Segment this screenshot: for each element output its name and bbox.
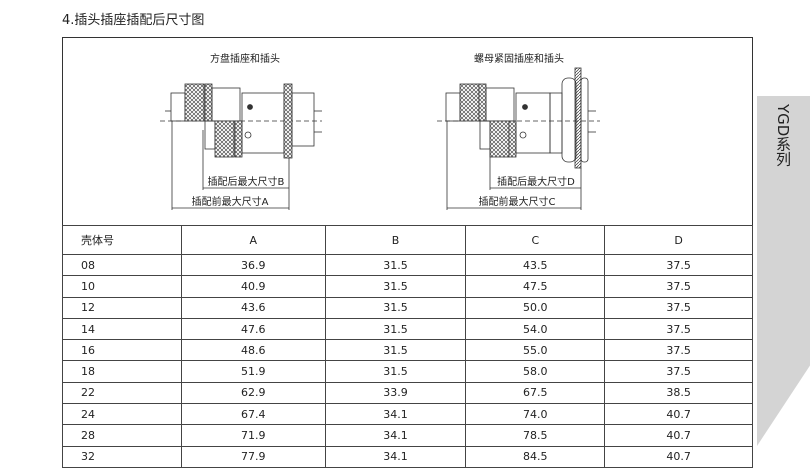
table-cell: 31.5 (324, 339, 467, 362)
table-cell: 43.5 (465, 253, 606, 277)
table-cell: 62.9 (180, 381, 326, 405)
series-label: YGD系列 (774, 104, 792, 167)
table-cell: 40.7 (604, 445, 753, 468)
table-cell: 67.5 (465, 381, 606, 405)
table-cell: 74.0 (465, 403, 606, 426)
table-cell: 37.5 (604, 253, 753, 277)
table-cell: 43.6 (180, 296, 326, 319)
table-cell: 77.9 (180, 445, 326, 468)
table-cell: 31.5 (324, 317, 467, 341)
dimension-label-a: 插配前最大尺寸A (192, 195, 269, 208)
table-cell: 84.5 (465, 445, 606, 468)
table-cell: 47.6 (180, 317, 326, 341)
connector-drawings: 方盘插座和插头 插配后最大尺寸B 插配前最大尺寸A 螺 (160, 52, 600, 210)
column-header: C (465, 225, 606, 255)
table-cell: 51.9 (180, 360, 326, 383)
table-cell: 33.9 (324, 381, 467, 405)
table-cell: 37.5 (604, 339, 753, 362)
table-cell: 37.5 (604, 317, 753, 341)
series-side-tab: YGD系列 (757, 96, 810, 446)
table-cell: 48.6 (180, 339, 326, 362)
table-cell: 78.5 (465, 424, 606, 447)
dimension-label-c: 插配前最大尺寸C (479, 195, 556, 208)
table-cell: 24 (62, 403, 182, 426)
table-cell: 55.0 (465, 339, 606, 362)
dimension-label-d: 插配后最大尺寸D (497, 175, 575, 188)
table-cell: 31.5 (324, 296, 467, 319)
diagram-nut-mount: 螺母紧固插座和插头 插配后最大尺寸D 插配前最大尺寸C (437, 52, 600, 210)
table-cell: 34.1 (324, 424, 467, 447)
table-cell: 10 (62, 275, 182, 298)
table-cell: 50.0 (465, 296, 606, 319)
table-cell: 34.1 (324, 403, 467, 426)
table-cell: 40.9 (180, 275, 326, 298)
diagram-caption: 方盘插座和插头 (210, 52, 280, 65)
table-cell: 37.5 (604, 275, 753, 298)
table-cell: 22 (62, 381, 182, 405)
column-header: D (604, 225, 753, 255)
table-cell: 54.0 (465, 317, 606, 341)
table-cell: 37.5 (604, 296, 753, 319)
table-cell: 40.7 (604, 403, 753, 426)
table-cell: 31.5 (324, 360, 467, 383)
table-cell: 67.4 (180, 403, 326, 426)
table-cell: 18 (62, 360, 182, 383)
table-cell: 14 (62, 317, 182, 341)
table-cell: 28 (62, 424, 182, 447)
table-cell: 12 (62, 296, 182, 319)
section-title: 4.插头插座插配后尺寸图 (62, 13, 205, 28)
column-header: A (180, 225, 326, 255)
table-cell: 37.5 (604, 360, 753, 383)
table-cell: 08 (62, 253, 182, 277)
table-cell: 38.5 (604, 381, 753, 405)
table-cell: 40.7 (604, 424, 753, 447)
table-cell: 71.9 (180, 424, 326, 447)
table-cell: 31.5 (324, 275, 467, 298)
table-cell: 36.9 (180, 253, 326, 277)
table-cell: 32 (62, 445, 182, 468)
diagram-square-flange: 方盘插座和插头 插配后最大尺寸B 插配前最大尺寸A (160, 52, 322, 210)
dimension-label-b: 插配后最大尺寸B (208, 175, 285, 188)
table-cell: 16 (62, 339, 182, 362)
diagram-caption: 螺母紧固插座和插头 (474, 52, 564, 65)
column-header: 壳体号 (62, 225, 182, 255)
table-cell: 34.1 (324, 445, 467, 468)
table-cell: 47.5 (465, 275, 606, 298)
table-cell: 58.0 (465, 360, 606, 383)
column-header: B (324, 225, 467, 255)
table-cell: 31.5 (324, 253, 467, 277)
